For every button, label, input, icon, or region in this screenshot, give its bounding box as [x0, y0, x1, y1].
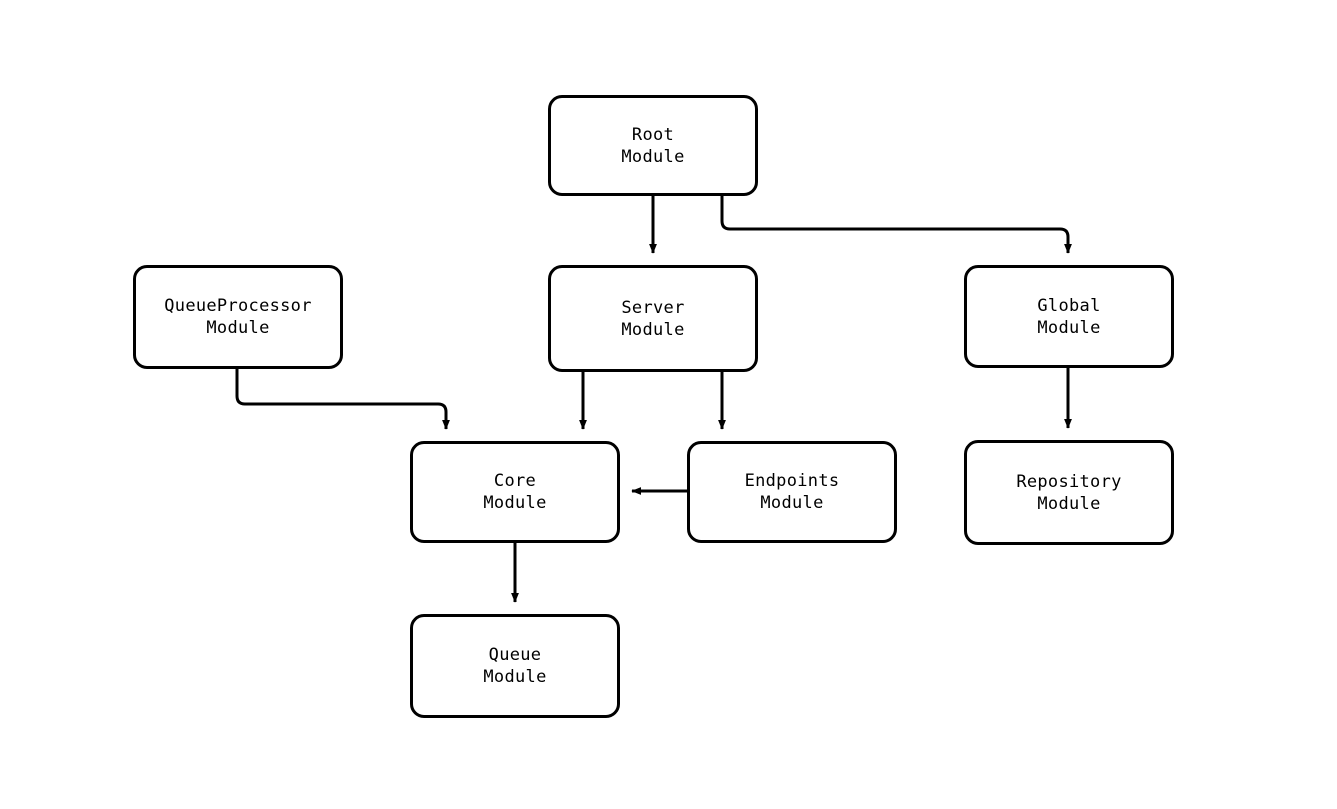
node-label-line1: Repository: [1016, 471, 1122, 492]
edge-queueprocessor-to-core: [235, 369, 450, 430]
node-label-line2: Module: [1037, 493, 1101, 514]
node-label-line1: Root: [631, 124, 675, 145]
node-label-line2: Module: [621, 146, 685, 167]
node-global-module[interactable]: Global Module: [964, 265, 1174, 368]
node-repository-module[interactable]: Repository Module: [964, 440, 1174, 545]
node-endpoints-module[interactable]: Endpoints Module: [687, 441, 897, 543]
node-label-line2: Module: [206, 318, 270, 338]
node-label-line2: Module: [483, 667, 547, 687]
node-label-line1: QueueProcessor: [164, 296, 312, 316]
node-label-line1: Global: [1037, 295, 1101, 316]
node-label-line1: Server: [621, 297, 685, 318]
node-core-module[interactable]: Core Module: [410, 441, 620, 543]
node-label-line1: Endpoints: [744, 471, 840, 491]
edge-root-to-global: [720, 196, 1072, 254]
node-label-line2: Module: [483, 493, 547, 513]
node-label-line2: Module: [621, 319, 685, 340]
node-label-line1: Core: [493, 471, 537, 491]
node-label-line1: Queue: [488, 645, 542, 665]
node-label-line2: Module: [1037, 317, 1101, 338]
node-queueprocessor-module[interactable]: QueueProcessor Module: [133, 265, 343, 369]
node-root-module[interactable]: Root Module: [548, 95, 758, 196]
node-label-line2: Module: [760, 493, 824, 513]
node-queue-module[interactable]: Queue Module: [410, 614, 620, 718]
node-server-module[interactable]: Server Module: [548, 265, 758, 372]
